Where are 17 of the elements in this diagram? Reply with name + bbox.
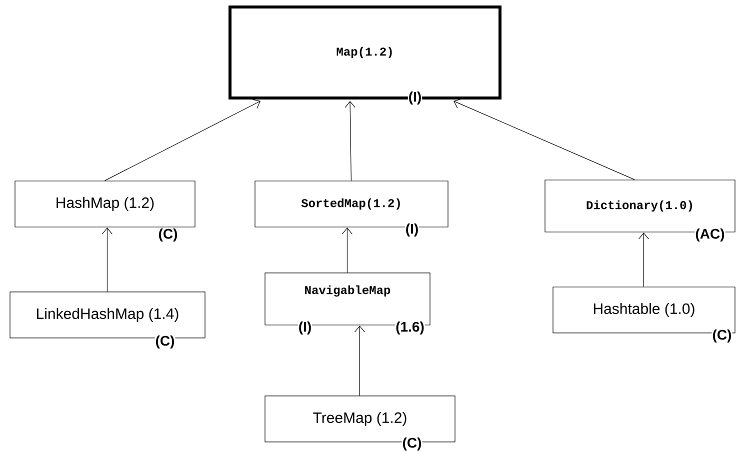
arrow <box>354 326 365 396</box>
type-marker: (C) <box>158 228 178 242</box>
class-name: SortedMap(1.2) <box>301 198 400 210</box>
class-name: TreeMap (1.2) <box>313 412 406 426</box>
class-box <box>14 180 196 228</box>
arrow <box>454 98 635 180</box>
arrow <box>342 228 352 273</box>
arrow <box>638 232 649 287</box>
class-name: NavigableMap <box>305 285 390 297</box>
arrow <box>104 99 260 181</box>
arrow <box>344 101 356 181</box>
class-name: HashMap (1.2) <box>56 197 154 211</box>
class-name: LinkedHashMap (1.4) <box>37 308 178 322</box>
class-name: Map(1.2) <box>336 46 392 58</box>
class-name: Dictionary(1.0) <box>586 200 692 212</box>
class-name: Hashtable (1.0) <box>594 303 694 317</box>
arrow <box>102 228 112 292</box>
